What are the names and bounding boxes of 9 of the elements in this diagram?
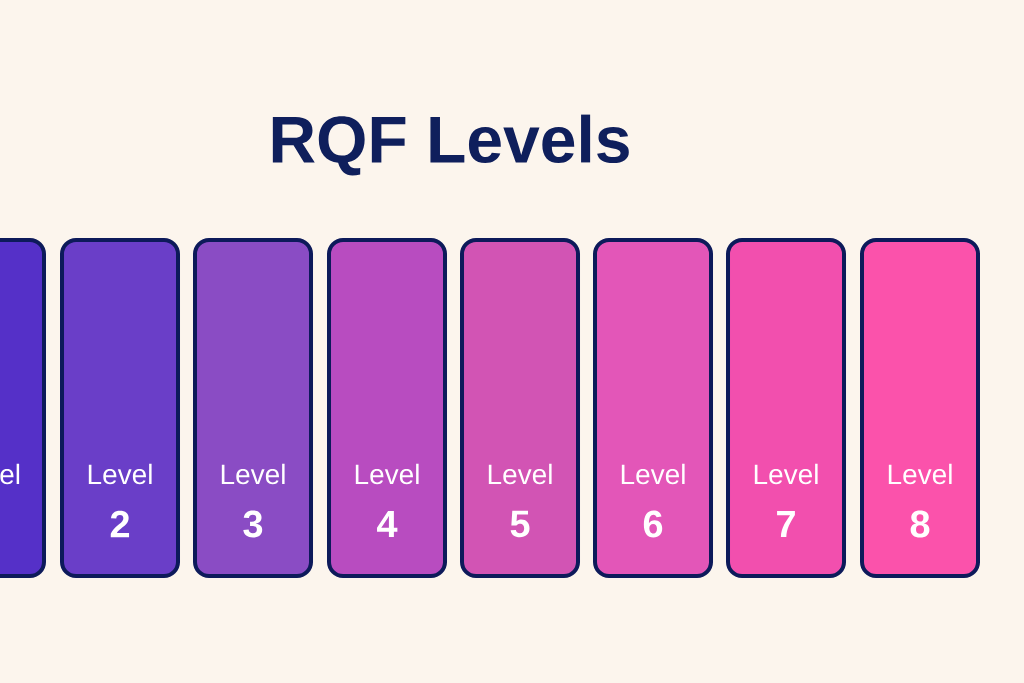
level-card: Level 2 xyxy=(60,238,180,578)
level-card: Level 3 xyxy=(193,238,313,578)
title: RQF Levels xyxy=(272,114,629,176)
level-card: Level 6 xyxy=(593,238,713,578)
level-card: el xyxy=(0,238,46,578)
level-card: Level 7 xyxy=(726,238,846,578)
level-card: Level 8 xyxy=(860,238,980,578)
level-card: Level 5 xyxy=(460,238,580,578)
level-card: Level 4 xyxy=(327,238,447,578)
